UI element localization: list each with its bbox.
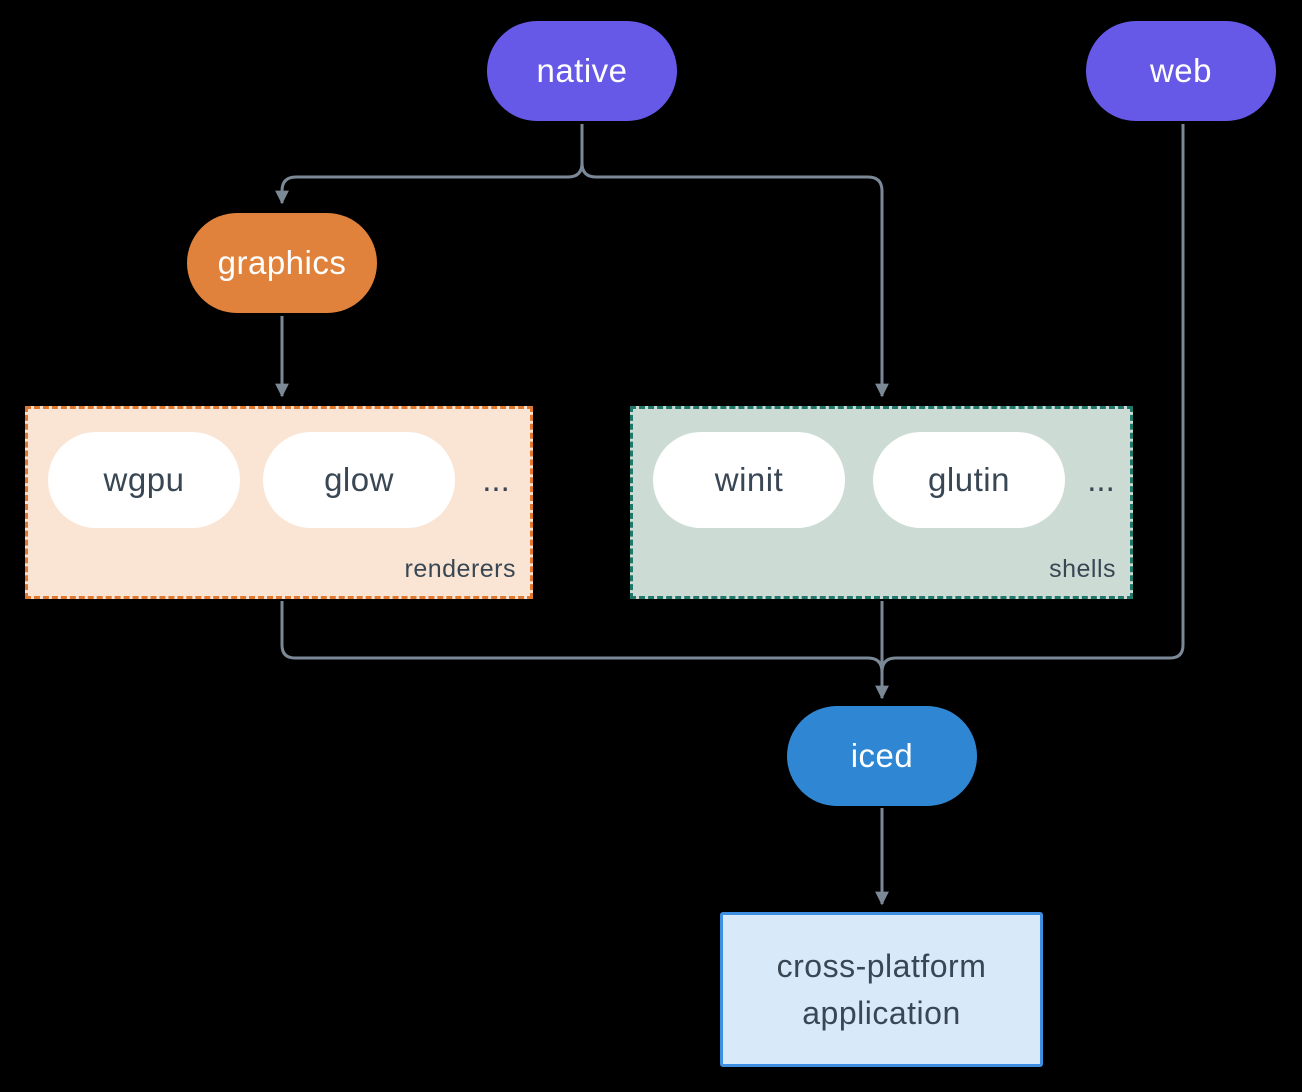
- node-iced: iced: [787, 706, 977, 806]
- edge-native-to-shells: [580, 124, 889, 398]
- edge-renderers-to-merge: [280, 601, 884, 673]
- pill-glow: glow: [263, 432, 455, 528]
- app-label-line1: cross-platform: [776, 947, 987, 984]
- node-graphics-label: graphics: [217, 244, 347, 281]
- pill-wgpu: wgpu: [48, 432, 240, 528]
- node-native: native: [487, 21, 677, 121]
- node-web-label: web: [1149, 52, 1213, 89]
- pill-wgpu-label: wgpu: [103, 461, 185, 498]
- node-native-label: native: [536, 52, 628, 89]
- node-graphics: graphics: [187, 213, 377, 313]
- shells-ellipsis: ...: [1087, 461, 1115, 498]
- node-web: web: [1086, 21, 1276, 121]
- shells-group-label: shells: [1049, 555, 1116, 583]
- group-renderers: wgpu glow ... renderers: [25, 406, 533, 599]
- renderers-group-label: renderers: [404, 555, 516, 583]
- pill-glutin: glutin: [873, 432, 1065, 528]
- node-cross-platform-application: cross-platform application: [720, 912, 1043, 1067]
- pill-winit: winit: [653, 432, 845, 528]
- renderers-ellipsis: ...: [482, 461, 510, 498]
- pill-glow-label: glow: [324, 461, 394, 498]
- app-label-line2: application: [802, 994, 961, 1031]
- edge-web-to-merge: [880, 124, 1185, 673]
- node-iced-label: iced: [850, 737, 914, 774]
- pill-winit-label: winit: [714, 461, 784, 498]
- pill-glutin-label: glutin: [928, 461, 1010, 498]
- edge-native-to-graphics: [275, 124, 584, 205]
- group-shells: winit glutin ... shells: [630, 406, 1133, 599]
